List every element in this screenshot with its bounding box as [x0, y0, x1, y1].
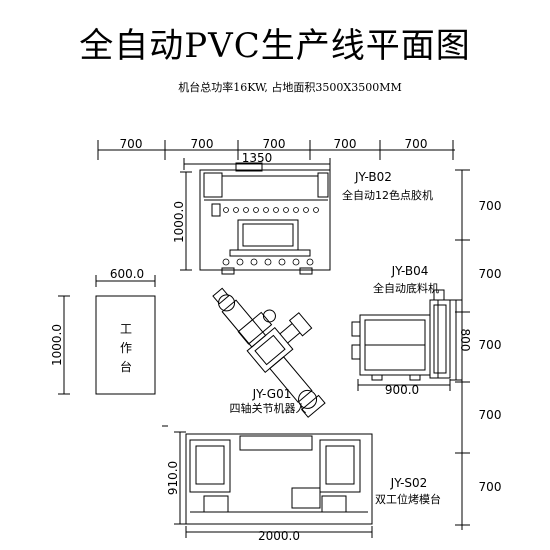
workbench-label-1: 工 — [120, 322, 132, 336]
workbench-label-2: 作 — [120, 341, 132, 355]
b02-name: 全自动12色点胶机 — [342, 188, 433, 202]
workbench-width-dim: 600.0 — [110, 267, 144, 281]
b02-code: JY-B02 — [354, 170, 392, 184]
machine-jy-b02: 1350 1000.0 JY-B02 全自动12色点胶机 — [172, 151, 433, 275]
top-dimension-chain: 700 700 700 700 700 — [97, 137, 455, 160]
workbench-label-3: 台 — [120, 359, 132, 374]
b04-height-dim: 800 — [458, 329, 472, 352]
right-dim-1: 700 — [479, 199, 502, 213]
machine-jy-b04: JY-B04 全自动底料机 900.0 800 — [351, 264, 472, 397]
g01-name: 四轴关节机器人 — [230, 401, 307, 415]
machine-jy-g01: JY-G01 四轴关节机器人 — [212, 287, 326, 418]
top-dim-4: 700 — [334, 137, 357, 151]
b04-name: 全自动底料机 — [373, 281, 439, 295]
top-dim-2: 700 — [191, 137, 214, 151]
s02-height-dim: 910.0 — [166, 461, 180, 495]
right-dim-4: 700 — [479, 408, 502, 422]
right-dim-5: 700 — [479, 480, 502, 494]
s02-width-dim: 2000.0 — [258, 529, 300, 543]
s02-code: JY-S02 — [390, 476, 428, 490]
top-dim-5: 700 — [405, 137, 428, 151]
b04-width-dim: 900.0 — [385, 383, 419, 397]
top-dim-1: 700 — [120, 137, 143, 151]
top-dim-3: 700 — [263, 137, 286, 151]
b02-height-dim: 1000.0 — [172, 201, 186, 243]
right-dim-2: 700 — [479, 267, 502, 281]
workbench: 600.0 1000.0 工 作 台 — [50, 267, 156, 395]
workbench-height-dim: 1000.0 — [50, 324, 64, 366]
right-dimension-chain: 700 700 700 700 700 — [455, 169, 502, 530]
b04-code: JY-B04 — [391, 264, 429, 278]
page-subtitle: 机台总功率16KW, 占地面积3500X3500MM — [178, 81, 402, 94]
s02-name: 双工位烤模台 — [375, 492, 441, 506]
right-dim-3: 700 — [479, 338, 502, 352]
g01-code: JY-G01 — [252, 387, 292, 401]
machine-jy-s02: 910.0 2000.0 JY-S02 双工位烤模台 — [162, 425, 441, 543]
b02-width-dim: 1350 — [242, 151, 273, 165]
page-title: 全自动PVC生产线平面图 — [79, 26, 471, 66]
